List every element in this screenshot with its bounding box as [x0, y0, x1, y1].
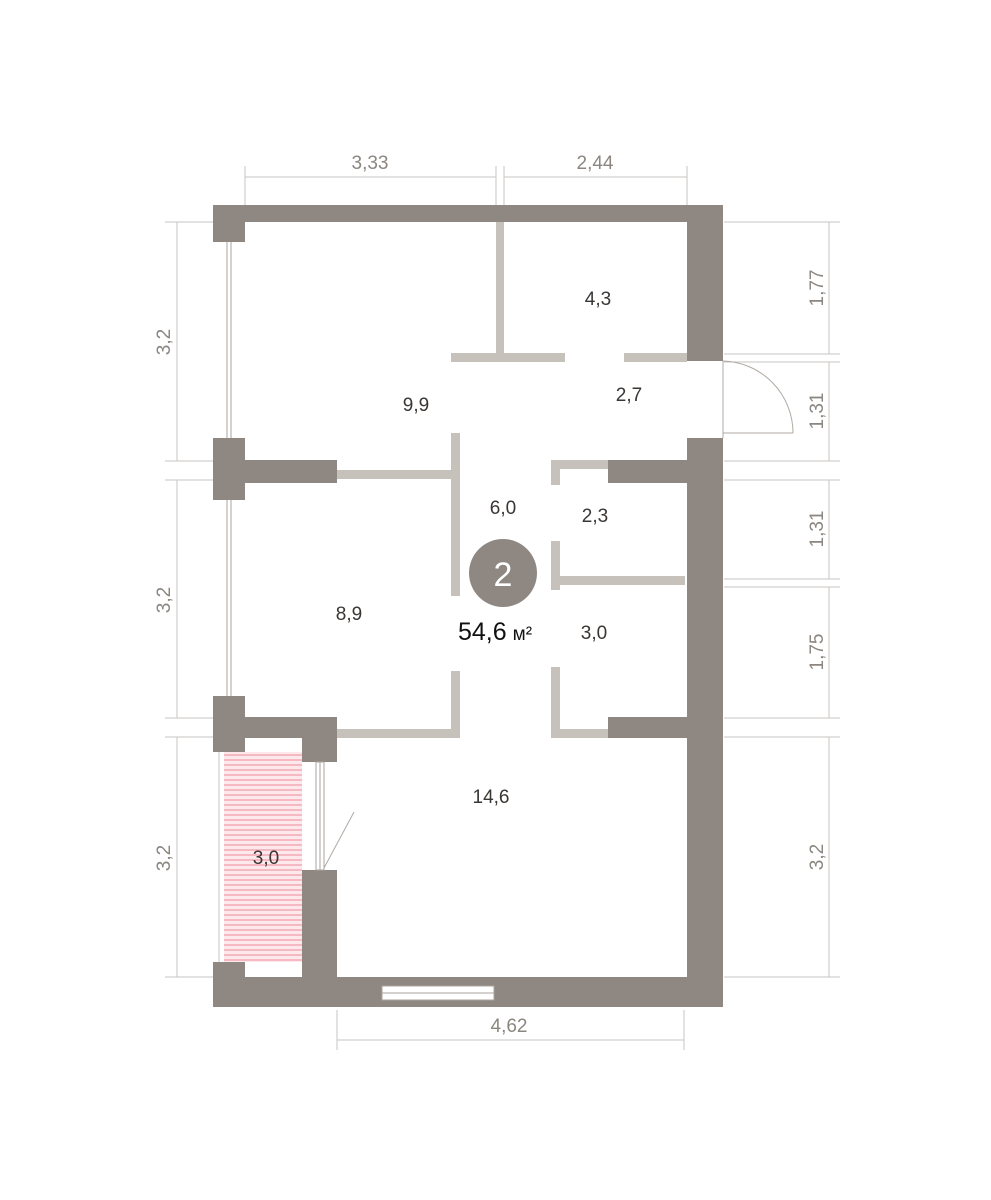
room-area-9-9: 9,9: [403, 395, 429, 416]
dim-right-1: 1,77: [807, 270, 828, 307]
partitions: [337, 222, 687, 738]
room-area-8-9: 8,9: [336, 604, 362, 625]
dim-right-2: 1,31: [807, 393, 828, 430]
balcony-door: [323, 811, 355, 869]
dimension-labels: 3,33 2,44 4,62 3,2 3,2 3,2 1,77 1,31 1,3…: [154, 153, 828, 1037]
room-labels: 9,9 4,3 2,7 6,0 2,3 8,9 3,0 14,6 3,0: [253, 289, 642, 869]
room-area-6-0: 6,0: [490, 498, 516, 519]
badge-circle: [469, 539, 537, 607]
dim-bottom: 4,62: [491, 1016, 528, 1037]
room-area-4-3: 4,3: [585, 289, 611, 310]
rooms-count: 2: [494, 556, 513, 594]
dim-left-3: 3,2: [154, 845, 175, 871]
dim-right-3: 1,31: [807, 511, 828, 548]
dim-right-5: 3,2: [807, 844, 828, 870]
room-area-2-7: 2,7: [616, 385, 642, 406]
dim-left-1: 3,2: [154, 329, 175, 355]
dim-left-2: 3,2: [154, 587, 175, 613]
dimension-lines: [165, 166, 840, 1050]
room-area-2-3: 2,3: [582, 506, 608, 527]
room-area-14-6: 14,6: [473, 787, 510, 808]
dim-right-4: 1,75: [807, 634, 828, 671]
balcony-hatch: [224, 752, 302, 962]
rooms-badge: 2: [469, 539, 537, 607]
room-area-3-0-bath: 3,0: [581, 623, 607, 644]
dim-top-right: 2,44: [577, 153, 614, 174]
walls: [213, 205, 723, 1007]
room-area-3-0-balcony: 3,0: [253, 848, 279, 869]
windows: [218, 242, 495, 1001]
entrance-door: [722, 360, 794, 438]
dim-top-left: 3,33: [352, 153, 389, 174]
